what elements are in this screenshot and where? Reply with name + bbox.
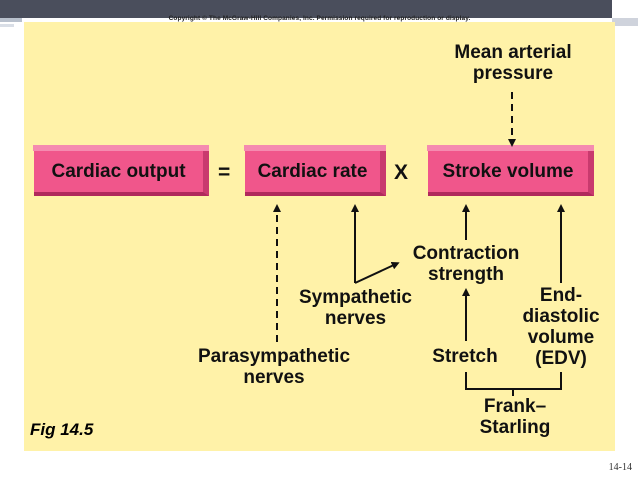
- side-accent: [612, 18, 638, 26]
- times-sign: X: [394, 161, 409, 184]
- sympathetic-line-1: Sympathetic: [299, 287, 412, 308]
- frank-starling-label: Frank– Starling: [462, 396, 568, 438]
- sympathetic-nerves-label: Sympathetic nerves: [283, 287, 428, 329]
- mean-arterial-pressure-label: Mean arterial pressure: [438, 42, 588, 84]
- top-bar: [0, 0, 638, 18]
- frank-line-1: Frank–: [483, 396, 547, 417]
- top-bar-accent: [612, 0, 638, 18]
- contraction-line-1: Contraction: [412, 243, 520, 264]
- parasympathetic-nerves-label: Parasympathetic nerves: [178, 346, 370, 388]
- contraction-strength-label: Contraction strength: [396, 243, 536, 285]
- left-accent-line-short: [0, 24, 14, 27]
- stretch-label: Stretch: [432, 346, 498, 367]
- cardiac-rate-box: Cardiac rate: [244, 145, 386, 196]
- frank-line-2: Starling: [479, 417, 551, 438]
- sympathetic-contraction-arrow: [354, 262, 400, 284]
- contraction-line-2: strength: [428, 264, 504, 285]
- frank-starling-bracket: [465, 372, 562, 390]
- stroke-volume-box: Stroke volume: [427, 145, 594, 196]
- parasympathetic-line-2: nerves: [243, 367, 305, 388]
- equals-sign: =: [218, 161, 231, 184]
- page-number: 14-14: [608, 462, 632, 473]
- edv-line-3: volume: [527, 327, 595, 348]
- edv-line-1: End-: [539, 285, 583, 306]
- diagram-panel: [24, 22, 615, 451]
- mean-arterial-line-1: Mean arterial: [454, 42, 572, 63]
- copyright-notice: Copyright © The McGraw-Hill Companies, I…: [168, 15, 471, 22]
- edv-line-4: (EDV): [535, 348, 587, 369]
- parasympathetic-line-1: Parasympathetic: [197, 346, 351, 367]
- sympathetic-line-2: nerves: [324, 308, 387, 329]
- cardiac-output-box: Cardiac output: [33, 145, 209, 196]
- mean-arterial-line-2: pressure: [472, 63, 554, 84]
- edv-line-2: diastolic: [522, 306, 600, 327]
- edv-label: End- diastolic volume (EDV): [515, 285, 607, 369]
- figure-label: Fig 14.5: [30, 420, 94, 439]
- left-accent-line: [0, 18, 22, 22]
